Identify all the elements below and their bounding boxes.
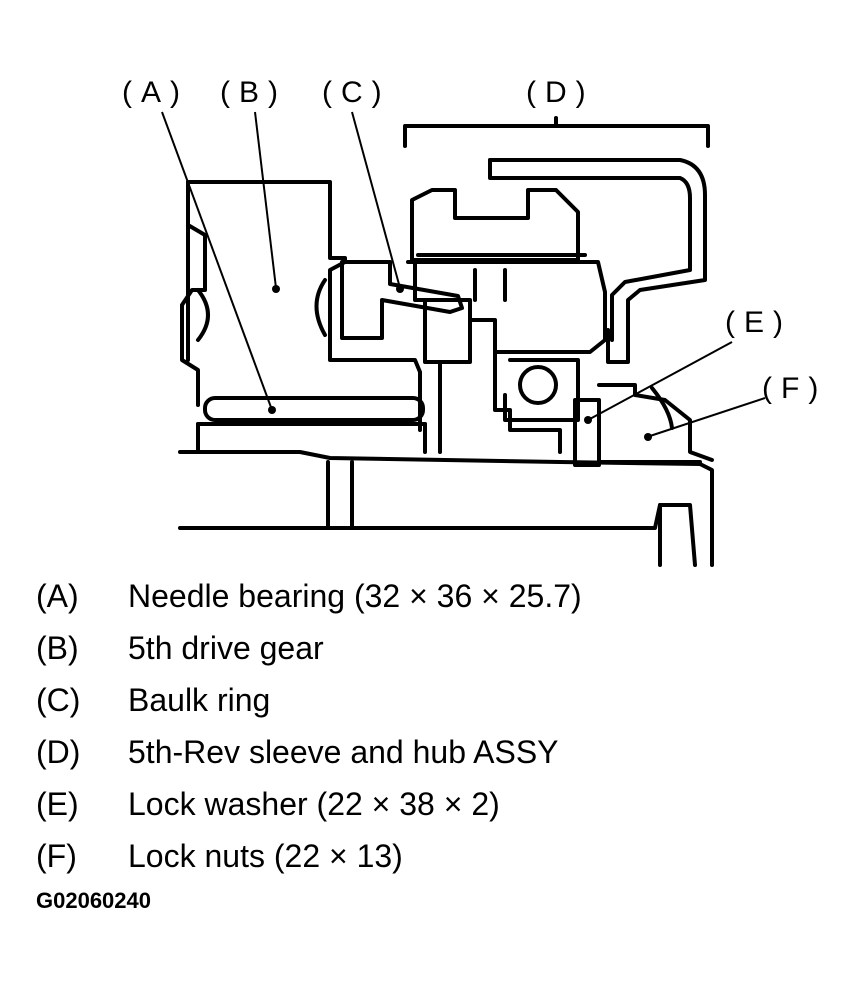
lock-washer-shape	[573, 398, 601, 467]
point-c	[396, 285, 404, 293]
legend-key: (A)	[36, 577, 79, 614]
sleeve-outline	[410, 188, 580, 262]
point-e	[584, 416, 592, 424]
parts-legend: (A) Needle bearing (32 × 36 × 25.7) (B) …	[36, 570, 836, 882]
figure-code: G02060240	[36, 888, 151, 913]
legend-text: Baulk ring	[128, 681, 271, 718]
legend-key: (C)	[36, 681, 81, 718]
point-a	[268, 406, 276, 414]
leader-f	[649, 397, 766, 437]
needle-bearing-shape	[203, 396, 425, 422]
nut-arc	[650, 386, 674, 430]
legend-item: (E) Lock washer (22 × 38 × 2)	[36, 778, 836, 830]
baulk-ring-shape	[340, 260, 464, 340]
legend-text: 5th drive gear	[128, 629, 324, 666]
drive-gear-hub-curve	[314, 278, 327, 337]
lock-nut-outline	[597, 383, 714, 462]
legend-text: 5th-Rev sleeve and hub ASSY	[128, 733, 559, 770]
drive-gear-outline	[186, 180, 422, 432]
leader-e	[587, 341, 733, 421]
leader-c	[351, 111, 401, 289]
legend-key: (E)	[36, 785, 79, 822]
callout-b: (B)	[220, 76, 287, 109]
shaft-lower-line	[178, 503, 697, 567]
legend-key: (F)	[36, 837, 77, 874]
ball-bearing-housing	[503, 358, 580, 422]
legend-item: (A) Needle bearing (32 × 36 × 25.7)	[36, 570, 836, 622]
point-b	[272, 285, 280, 293]
leader-a	[161, 111, 273, 411]
legend-item: (B) 5th drive gear	[36, 622, 836, 674]
transmission-cross-section-diagram: (A) (B) (C) (D) (E) (F)	[122, 76, 827, 567]
callout-d: (D)	[526, 76, 595, 109]
legend-text: Needle bearing (32 × 36 × 25.7)	[128, 577, 582, 614]
legend-key: (B)	[36, 629, 79, 666]
callout-e: (E)	[725, 306, 792, 339]
callout-f: (F)	[762, 372, 827, 405]
legend-item: (C) Baulk ring	[36, 674, 836, 726]
callout-a: (A)	[122, 76, 189, 109]
shaft-outline	[178, 450, 714, 567]
point-f	[644, 433, 652, 441]
legend-item: (D) 5th-Rev sleeve and hub ASSY	[36, 726, 836, 778]
legend-item: (F) Lock nuts (22 × 13)	[36, 830, 836, 882]
legend-text: Lock washer (22 × 38 × 2)	[128, 785, 500, 822]
callout-c: (C)	[322, 76, 391, 109]
legend-text: Lock nuts (22 × 13)	[128, 837, 403, 874]
bracket-d	[403, 124, 710, 148]
bearing-ball	[518, 365, 558, 405]
leader-b	[254, 111, 277, 289]
shift-rod	[488, 158, 707, 364]
legend-key: (D)	[36, 733, 81, 770]
